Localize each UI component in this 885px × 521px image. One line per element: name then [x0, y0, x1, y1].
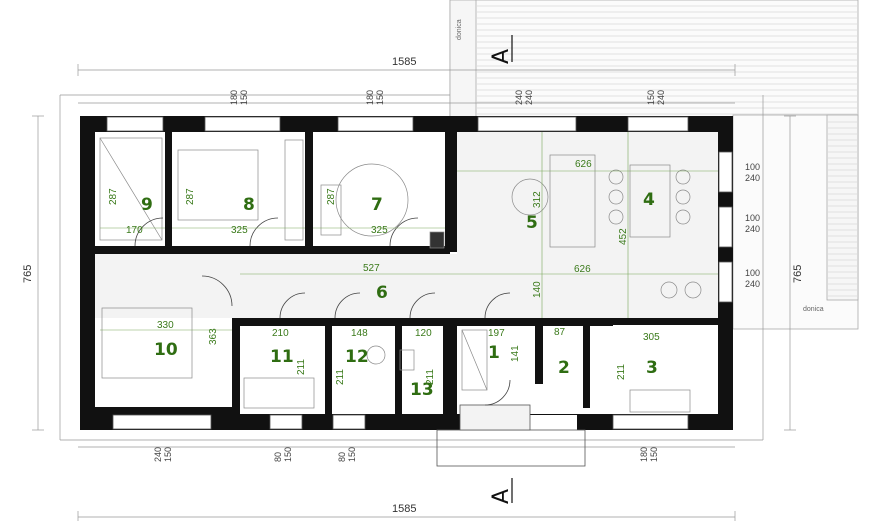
- room-3-height: 211: [616, 364, 627, 380]
- section-marker-top-label: A: [489, 49, 514, 64]
- room-5-number: 5: [526, 213, 538, 233]
- room-12-number: 12: [345, 347, 369, 367]
- deck-label-top: donica: [456, 19, 463, 40]
- room-1-width: 197: [488, 328, 505, 339]
- win-top-2-b: 150: [375, 90, 385, 105]
- win-top-1-a: 180: [229, 90, 239, 105]
- room-5-lower-width: 626: [574, 264, 591, 275]
- overall-width-bottom: 1585: [392, 503, 416, 515]
- walls: [80, 116, 733, 430]
- room-labels: 1 197 141 2 87 3 305 211 4 452 5 626 312…: [108, 159, 660, 400]
- room-12-width: 148: [351, 328, 368, 339]
- win-top-4-a: 150: [646, 90, 656, 105]
- room-13-height: 211: [425, 369, 436, 385]
- room-13-number: 13: [410, 380, 434, 400]
- windows: [106, 116, 733, 430]
- room-floors: [95, 132, 718, 318]
- dimension-lines: [32, 64, 796, 521]
- win-bot-3-a: 80: [337, 452, 347, 462]
- win-bot-4-a: 180: [639, 447, 649, 462]
- room-6-width: 527: [363, 263, 380, 274]
- room-3-width: 305: [643, 332, 660, 343]
- win-bot-2-b: 150: [283, 447, 293, 462]
- win-bot-3-b: 150: [347, 447, 357, 462]
- room-4-number: 4: [643, 190, 655, 210]
- room-10-width: 330: [157, 320, 174, 331]
- win-bot-1-b: 150: [163, 447, 173, 462]
- doors: [134, 217, 511, 406]
- room-11-height: 211: [296, 359, 307, 375]
- room-2-number: 2: [558, 358, 570, 378]
- win-right-3-a: 100: [745, 268, 760, 278]
- win-right-2-a: 100: [745, 213, 760, 223]
- room-7-width: 325: [371, 225, 388, 236]
- win-top-3-b: 240: [524, 90, 534, 105]
- deck-label-right: donica: [803, 306, 824, 313]
- overall-depth-right: 765: [792, 265, 804, 283]
- win-right-2-b: 240: [745, 224, 760, 234]
- win-bot-4-b: 150: [649, 447, 659, 462]
- furniture: [99, 137, 702, 413]
- room-8-width: 325: [231, 225, 248, 236]
- room-9-number: 9: [141, 195, 153, 215]
- win-top-4-b: 240: [656, 90, 666, 105]
- terrace-deck: [449, 0, 859, 330]
- room-10-number: 10: [154, 340, 178, 360]
- room-11-width: 210: [272, 328, 289, 339]
- overall-width-top: 1585: [392, 56, 416, 68]
- room-1-number: 1: [488, 343, 500, 363]
- room-5-height: 312: [532, 191, 543, 208]
- section-marker-bottom: A: [489, 478, 514, 504]
- window-dims-bottom: 240 150 80 150 80 150 180 150: [153, 447, 659, 462]
- room-9-height: 287: [108, 188, 119, 205]
- win-top-3-a: 240: [514, 90, 524, 105]
- room-dimension-lines: [100, 132, 718, 331]
- window-dims-right: 100 240 100 240 100 240: [745, 162, 760, 289]
- room-1-height: 141: [510, 345, 521, 362]
- room-6-number: 6: [376, 283, 388, 303]
- room-6-height: 140: [532, 281, 543, 298]
- room-13-width: 120: [415, 328, 432, 339]
- win-right-3-b: 240: [745, 279, 760, 289]
- win-top-1-b: 150: [239, 90, 249, 105]
- room-10-height: 363: [208, 328, 219, 345]
- room-8-number: 8: [243, 195, 255, 215]
- win-bot-1-a: 240: [153, 447, 163, 462]
- room-11-number: 11: [270, 347, 294, 367]
- section-marker-bottom-label: A: [489, 489, 514, 504]
- room-3-number: 3: [646, 358, 658, 378]
- window-dims-top: 180 150 180 150 240 240 150 240: [229, 90, 666, 105]
- win-right-1-a: 100: [745, 162, 760, 172]
- overall-depth-left: 765: [22, 265, 34, 283]
- room-5-width: 626: [575, 159, 592, 170]
- room-9-width: 170: [126, 225, 143, 236]
- win-bot-2-a: 80: [273, 452, 283, 462]
- win-top-2-a: 180: [365, 90, 375, 105]
- win-right-1-b: 240: [745, 173, 760, 183]
- section-marker-top: A: [489, 35, 514, 64]
- room-2-width: 87: [554, 327, 566, 338]
- room-7-height: 287: [326, 188, 337, 205]
- room-4-height: 452: [618, 228, 629, 245]
- entrance-porch: [436, 404, 586, 467]
- room-7-number: 7: [371, 195, 383, 215]
- room-12-height: 211: [335, 369, 346, 385]
- room-8-height: 287: [185, 188, 196, 205]
